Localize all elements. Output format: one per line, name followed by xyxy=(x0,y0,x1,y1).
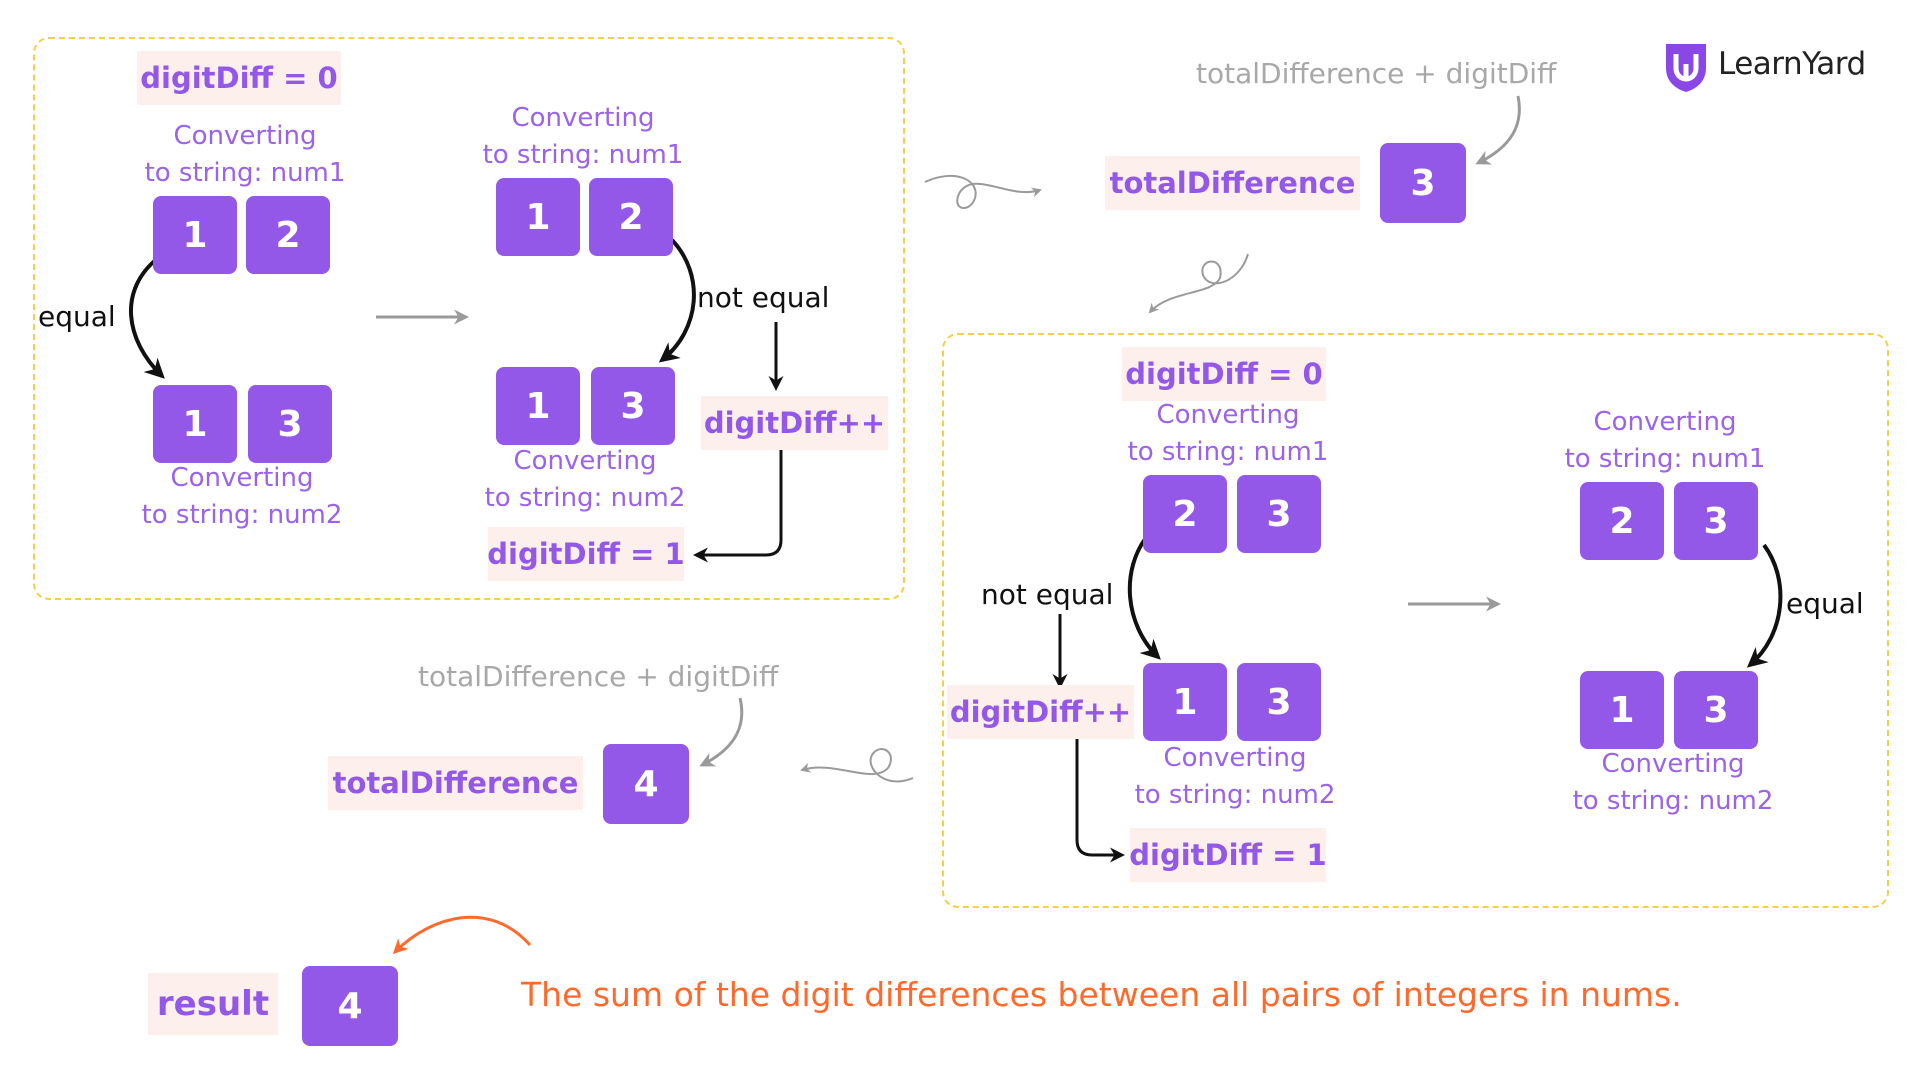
panel-pair-1 xyxy=(33,37,905,600)
digit-box: 1 xyxy=(153,385,237,463)
num1-caption-1b: Converting to string: num1 xyxy=(482,103,684,170)
formula-arrow-1 xyxy=(1475,95,1521,165)
increment-label-1: digitDiff++ xyxy=(701,396,888,450)
result-label: result xyxy=(148,973,278,1035)
digit-box: 3 xyxy=(1237,475,1321,553)
digit-box: 3 xyxy=(248,385,332,463)
learnyard-shield-icon xyxy=(1666,44,1706,92)
num1-caption-2a: Converting to string: num1 xyxy=(1127,400,1329,467)
digit-box: 3 xyxy=(591,367,675,445)
curve-arrow-equal-2 xyxy=(1746,543,1783,668)
curve-arrow-not-equal-1 xyxy=(658,238,696,363)
curve-arrow-not-equal-2 xyxy=(1127,533,1161,660)
squiggle-arrow-1 xyxy=(924,174,1042,209)
formula-arrow-2 xyxy=(699,697,744,767)
num2-caption-2a: Converting to string: num2 xyxy=(1134,743,1336,810)
digit-box: 1 xyxy=(1143,663,1227,741)
digitdiff-start-label-1: digitDiff = 0 xyxy=(137,51,341,105)
digit-box: 2 xyxy=(589,178,673,256)
total-difference-label-2: totalDifference xyxy=(328,756,583,810)
compare-label-equal-1: equal xyxy=(38,300,116,333)
total-difference-value-2: 4 xyxy=(603,744,689,824)
curve-arrow-equal-1 xyxy=(128,256,165,379)
digit-box: 1 xyxy=(496,367,580,445)
total-difference-value-1: 3 xyxy=(1380,143,1466,223)
num1-caption-1a: Converting to string: num1 xyxy=(144,121,346,188)
formula-text-1: totalDifference + digitDiff xyxy=(1196,57,1557,90)
digit-box: 3 xyxy=(1674,482,1758,560)
squiggle-arrow-2 xyxy=(1148,253,1249,314)
digitdiff-end-label-2: digitDiff = 1 xyxy=(1129,828,1327,882)
num2-caption-2b: Converting to string: num2 xyxy=(1572,749,1774,816)
learnyard-logo: LearnYard xyxy=(1662,38,1874,96)
num2-caption-1b: Converting to string: num2 xyxy=(484,446,686,513)
compare-label-not-equal-1: not equal xyxy=(697,281,830,314)
digit-box: 1 xyxy=(496,178,580,256)
digit-box: 1 xyxy=(1580,671,1664,749)
compare-label-equal-2: equal xyxy=(1786,587,1864,620)
digit-box: 2 xyxy=(1580,482,1664,560)
panel-pair-2 xyxy=(942,333,1889,908)
total-difference-label-1: totalDifference xyxy=(1105,156,1360,210)
digit-box: 2 xyxy=(1143,475,1227,553)
digitdiff-start-label-2: digitDiff = 0 xyxy=(1122,347,1326,401)
digit-box: 3 xyxy=(1674,671,1758,749)
num1-caption-2b: Converting to string: num1 xyxy=(1564,407,1766,474)
learnyard-wordmark: LearnYard xyxy=(1718,46,1866,82)
compare-label-not-equal-2: not equal xyxy=(981,578,1114,611)
digit-box: 3 xyxy=(1237,663,1321,741)
result-note: The sum of the digit differences between… xyxy=(521,975,1682,1014)
digit-box: 1 xyxy=(153,196,237,274)
squiggle-arrow-3 xyxy=(800,748,914,783)
digitdiff-end-label-1: digitDiff = 1 xyxy=(487,527,685,581)
increment-label-2: digitDiff++ xyxy=(947,685,1134,739)
elbow-arrow-digitdiff-1 xyxy=(693,446,783,563)
result-arrow xyxy=(392,915,532,955)
elbow-arrow-digitdiff-2 xyxy=(1075,734,1125,863)
formula-text-2: totalDifference + digitDiff xyxy=(418,660,779,693)
result-value: 4 xyxy=(302,966,398,1046)
num2-caption-1a: Converting to string: num2 xyxy=(141,463,343,530)
digit-box: 2 xyxy=(246,196,330,274)
